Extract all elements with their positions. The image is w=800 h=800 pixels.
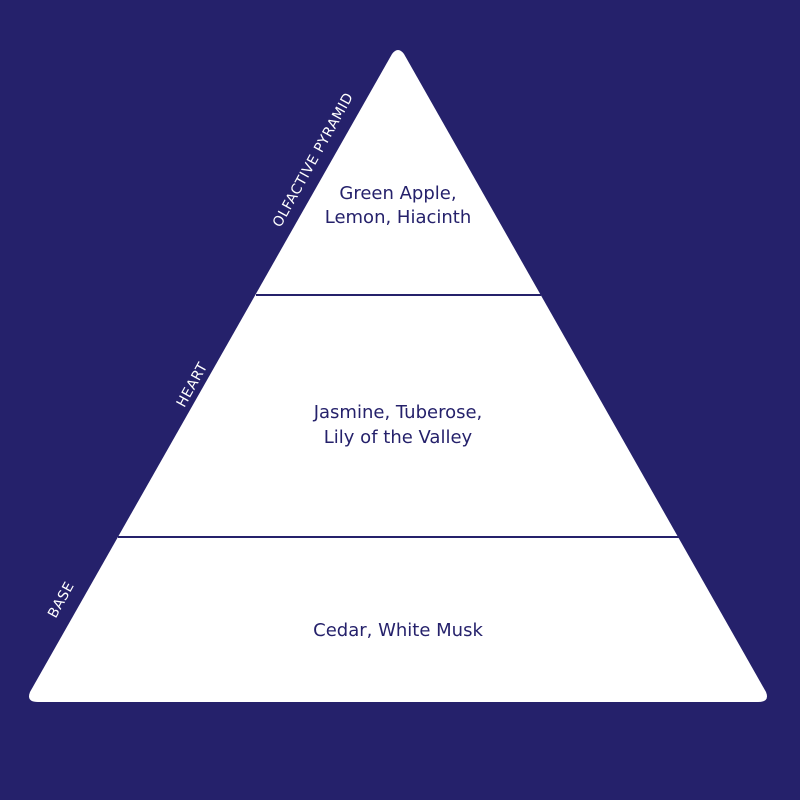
- tier-heart-line-2: Lily of the Valley: [324, 427, 473, 448]
- tier-top: Green Apple, Lemon, Hiacinth: [325, 183, 472, 228]
- pyramid-shape: [29, 50, 767, 702]
- tier-base-line-1: Cedar, White Musk: [313, 620, 483, 641]
- tier-base: Cedar, White Musk: [313, 620, 483, 641]
- tier-top-line-2: Lemon, Hiacinth: [325, 207, 472, 228]
- tier-top-line-1: Green Apple,: [339, 183, 456, 204]
- tier-heart-line-1: Jasmine, Tuberose,: [313, 402, 483, 423]
- tier-heart: Jasmine, Tuberose, Lily of the Valley: [313, 402, 483, 448]
